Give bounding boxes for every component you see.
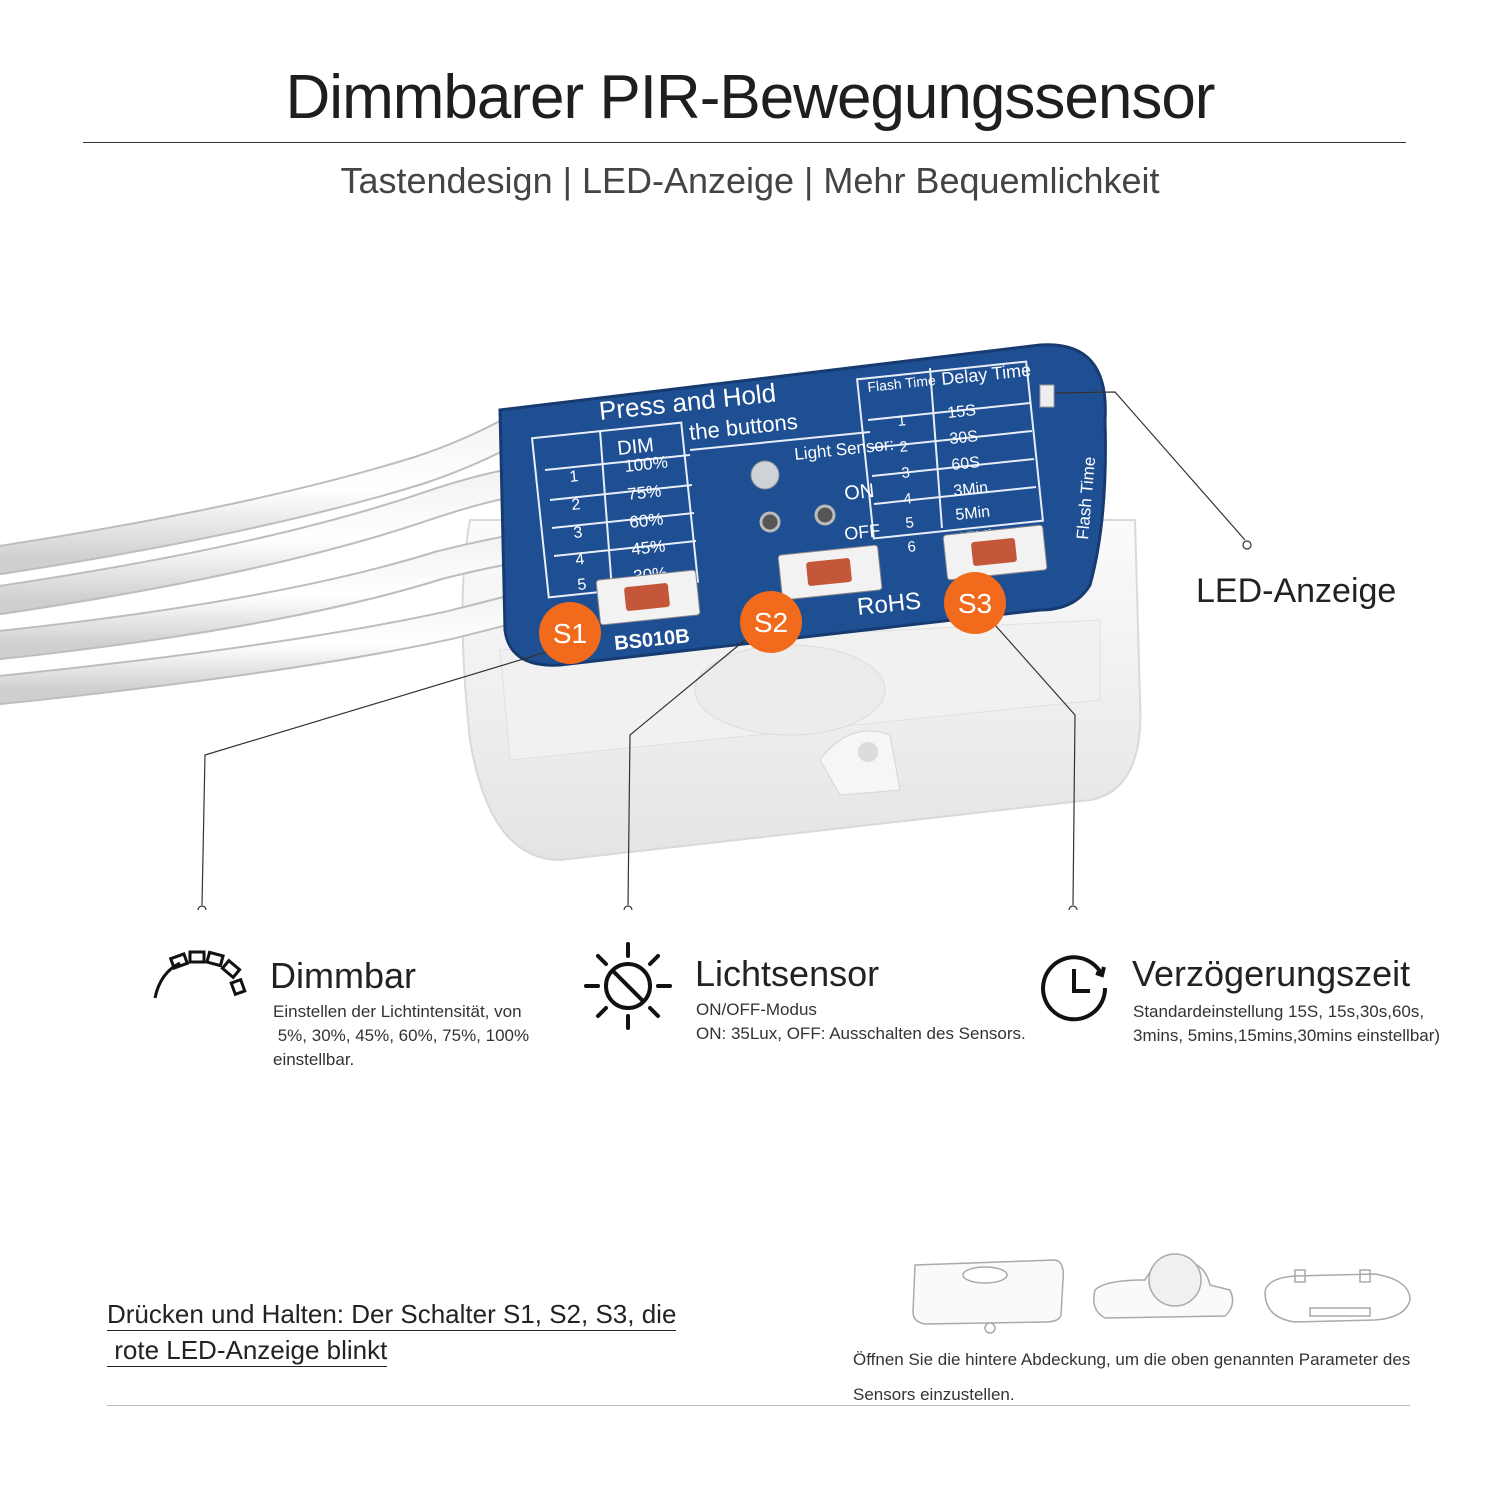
callout-line-s2 [627, 639, 746, 906]
delay-row-4: 5 [905, 514, 915, 532]
dim-value-2: 60% [628, 510, 664, 532]
dim-row-0: 1 [569, 468, 580, 486]
callout-line-s3 [994, 624, 1076, 906]
callout-line-s1 [201, 647, 561, 906]
press-hold-line: Drücken und Halten: Der Schalter S1, S2,… [107, 1299, 677, 1331]
cover-note-line: Öffnen Sie die hintere Abdeckung, um die… [853, 1350, 1411, 1369]
feature-title-dimmbar: Dimmbar [270, 955, 417, 996]
delay-row-2: 3 [901, 464, 911, 482]
dim-row-1: 2 [571, 496, 582, 514]
button-badge-s3: S3 [944, 572, 1006, 634]
bottom-divider [107, 1405, 1410, 1406]
badge-s1-label: S1 [553, 618, 587, 649]
delay-value-1: 30S [949, 428, 979, 448]
delay-value-2: 60S [951, 454, 981, 474]
delay-row-1: 2 [899, 438, 909, 456]
off-label: OFF [843, 520, 881, 544]
press-hold-line: rote LED-Anzeige blinkt [107, 1335, 388, 1367]
title-divider [83, 142, 1406, 143]
press-hold-note: Drücken und Halten: Der Schalter S1, S2,… [107, 1296, 747, 1368]
pcb-buttons [595, 524, 1048, 626]
callout-dot-s2 [623, 905, 633, 910]
cover-instruction-note: Öffnen Sie die hintere Abdeckung, um die… [853, 1342, 1483, 1412]
led-indicator [1039, 384, 1055, 408]
dim-value-0: 100% [623, 453, 668, 476]
button-badge-s2: S2 [740, 591, 802, 653]
feature-desc-dimmbar: Einstellen der Lichtintensität, von 5%, … [273, 1000, 573, 1072]
on-label: ON [843, 480, 875, 505]
callout-dot-s3 [1068, 905, 1078, 910]
delay-value-3: 3Min [953, 479, 989, 500]
feature-desc-line: 3mins, 5mins,15mins,30mins einstellbar) [1133, 1026, 1441, 1045]
cover-note-line: Sensors einzustellen. [853, 1385, 1015, 1404]
feature-desc-line: Einstellen der Lichtintensität, von [273, 1002, 522, 1021]
delay-row-3: 4 [903, 490, 913, 508]
feature-desc-line: 5%, 30%, 45%, 60%, 75%, 100% [273, 1026, 530, 1045]
delay-row-0: 1 [897, 412, 907, 430]
feature-desc-line: ON: 35Lux, OFF: Ausschalten des Sensors. [696, 1024, 1026, 1043]
dim-value-1: 75% [626, 482, 662, 504]
dim-row-4: 5 [577, 576, 588, 594]
dimmer-icon [153, 950, 247, 999]
cover-open-illustrations [912, 1253, 1411, 1334]
feature-desc-line: einstellbar. [273, 1050, 355, 1069]
callout-line-led [1054, 391, 1246, 541]
flash-led-1 [759, 511, 781, 533]
clock-icon [1041, 955, 1108, 1022]
flash-header: Flash Time [867, 372, 937, 395]
page-title: Dimmbarer PIR-Bewegungssensor [285, 63, 1216, 132]
badge-s2-label: S2 [754, 607, 788, 638]
feature-desc-line: Standardeinstellung 15S, 15s,30s,60s, [1133, 1002, 1425, 1021]
mount-tab [819, 730, 901, 796]
dim-value-3: 45% [630, 537, 666, 559]
callout-dot-s1 [197, 905, 207, 910]
light-sensor-led [750, 460, 780, 490]
page-subtitle: Tastendesign | LED-Anzeige | Mehr Bequem… [340, 160, 1160, 201]
led-indicator-label: LED-Anzeige [1196, 572, 1397, 610]
delay-value-4: 5Min [955, 503, 991, 524]
feature-title-lichtsensor: Lichtsensor [695, 953, 880, 994]
badge-s3-label: S3 [958, 588, 992, 619]
feature-desc-line: ON/OFF-Modus [696, 1000, 817, 1019]
rohs-label: RoHS [856, 587, 923, 621]
dim-header: DIM [616, 434, 655, 460]
flash-led-2 [814, 504, 836, 526]
sun-sensor-icon [584, 942, 672, 1030]
sensor-product-image: Press and Hold the buttons DIM Light Sen… [0, 343, 1252, 910]
button-badge-s1: S1 [539, 602, 601, 664]
feature-title-verzoegerungszeit: Verzögerungszeit [1132, 953, 1411, 994]
delay-row-5: 6 [907, 538, 917, 556]
dim-row-2: 3 [573, 524, 584, 542]
feature-desc-lichtsensor: ON/OFF-Modus ON: 35Lux, OFF: Ausschalten… [696, 998, 1056, 1046]
delay-value-0: 15S [947, 402, 977, 422]
sensor-board-outline [1264, 1273, 1411, 1323]
sensor-closed-outline [912, 1259, 1065, 1325]
callout-dot-led [1242, 540, 1252, 550]
feature-desc-verzoegerungszeit: Standardeinstellung 15S, 15s,30s,60s, 3m… [1133, 1000, 1483, 1048]
dim-row-3: 4 [575, 551, 586, 569]
